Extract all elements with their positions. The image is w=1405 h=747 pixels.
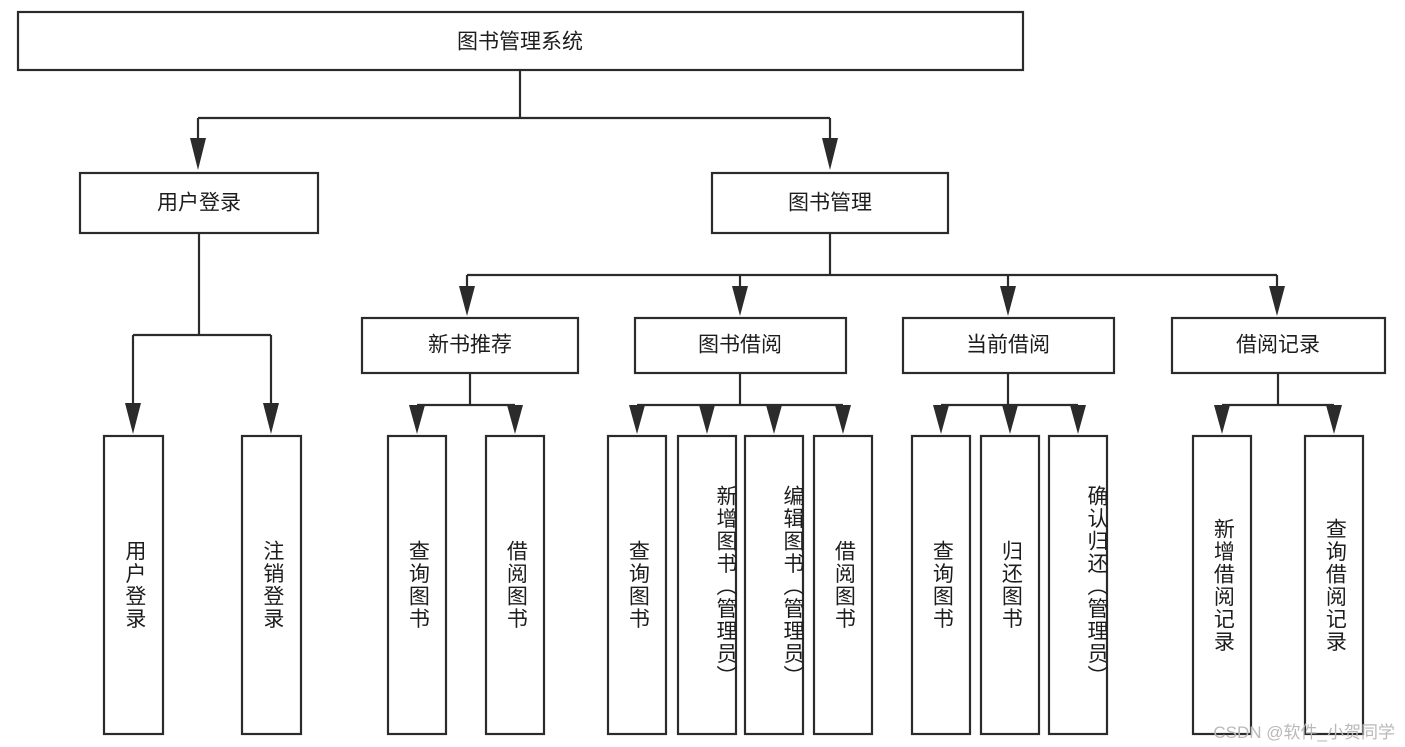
arrowhead-bookborrow-leaf-3 <box>766 405 782 434</box>
node-current-borrow[interactable]: 当前借阅 <box>901 316 1116 375</box>
leaf-box-bookborrow-query[interactable] <box>606 434 668 736</box>
arrowhead-to-book-borrow <box>732 286 748 316</box>
leaf-box-currentborrow-return[interactable] <box>979 434 1041 736</box>
leaf-box-currentborrow-query[interactable] <box>910 434 972 736</box>
watermark: CSDN @软件_小贺同学 <box>1213 723 1395 742</box>
node-root-label: 图书管理系统 <box>457 31 583 54</box>
leaf-box-newbook-borrow[interactable] <box>484 434 546 736</box>
node-user-login-label: 用户登录 <box>157 192 241 215</box>
arrowhead-borrowrecord-leaf-2 <box>1326 405 1342 434</box>
node-new-book-recommend-label: 新书推荐 <box>428 334 512 357</box>
arrowhead-root-to-login <box>190 138 206 170</box>
leaf-box-logout[interactable] <box>240 434 303 736</box>
arrowhead-root-to-bookmgmt <box>822 138 838 170</box>
arrowhead-newbook-leaf-1 <box>409 405 425 434</box>
leaf-box-borrowrecord-query[interactable] <box>1303 434 1365 736</box>
leaf-box-user-login[interactable] <box>102 434 165 736</box>
node-current-borrow-label: 当前借阅 <box>966 334 1050 357</box>
arrowhead-newbook-leaf-2 <box>507 405 523 434</box>
arrowhead-currentborrow-leaf-1 <box>933 405 949 434</box>
arrowhead-login-leaf-2 <box>263 403 279 434</box>
arrowhead-currentborrow-leaf-2 <box>1002 405 1018 434</box>
arrowhead-bookborrow-leaf-1 <box>629 405 645 434</box>
node-book-borrow[interactable]: 图书借阅 <box>633 316 848 375</box>
node-root[interactable]: 图书管理系统 <box>16 10 1025 72</box>
arrowhead-to-current-borrow <box>1000 286 1016 316</box>
arrowhead-to-borrow-record <box>1269 286 1285 316</box>
node-book-management-label: 图书管理 <box>788 192 872 215</box>
arrowhead-currentborrow-leaf-3 <box>1070 405 1086 434</box>
node-new-book-recommend[interactable]: 新书推荐 <box>360 316 580 375</box>
leaf-box-borrowrecord-add[interactable] <box>1191 434 1253 736</box>
arrowhead-bookborrow-leaf-2 <box>699 405 715 434</box>
node-borrow-record-label: 借阅记录 <box>1236 334 1320 357</box>
arrowhead-borrowrecord-leaf-1 <box>1214 405 1230 434</box>
leaf-box-currentborrow-confirm[interactable] <box>1047 434 1109 736</box>
leaf-box-newbook-query[interactable] <box>386 434 448 736</box>
node-book-borrow-label: 图书借阅 <box>698 334 782 357</box>
node-book-management[interactable]: 图书管理 <box>710 171 950 235</box>
leaf-box-bookborrow-edit[interactable] <box>743 434 805 736</box>
arrowhead-login-leaf-1 <box>125 403 141 434</box>
leaf-box-bookborrow-borrow[interactable] <box>812 434 874 736</box>
node-borrow-record[interactable]: 借阅记录 <box>1170 316 1387 375</box>
arrowhead-to-new-book <box>459 286 475 316</box>
arrowhead-bookborrow-leaf-4 <box>835 405 851 434</box>
node-user-login[interactable]: 用户登录 <box>78 171 320 235</box>
leaf-box-bookborrow-add[interactable] <box>676 434 738 736</box>
